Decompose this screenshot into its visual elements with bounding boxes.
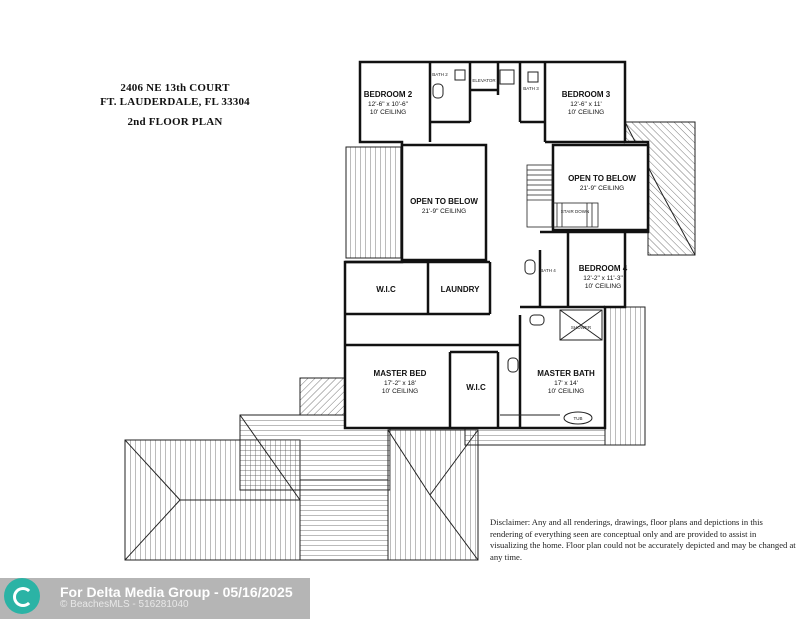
stairs — [526, 164, 599, 228]
laundry-name: LAUNDRY — [441, 285, 480, 294]
master-bath-name: MASTER BATH — [537, 369, 595, 378]
wic-2-name: W.I.C — [466, 383, 486, 392]
bedroom-4-ceiling: 10' CEILING — [585, 283, 621, 290]
bath-4-label: BATH 4 — [540, 268, 556, 273]
address-line-2: FT. LAUDERDALE, FL 33304 — [100, 96, 250, 108]
bedroom-4-size: 12'-2" x 11'-3" — [583, 275, 623, 282]
master-bed-ceiling: 10' CEILING — [382, 388, 418, 395]
bedroom-3-name: BEDROOM 3 — [562, 90, 611, 99]
address-line-1: 2406 NE 13th COURT — [120, 82, 230, 94]
master-bath-size: 17' x 14' — [554, 380, 578, 387]
master-bed-name: MASTER BED — [374, 369, 427, 378]
open-to-below-left-name: OPEN TO BELOW — [410, 197, 478, 206]
open-to-below-left-ceiling: 21'-9" CEILING — [422, 208, 466, 215]
bath-2-label: BATH 2 — [432, 72, 448, 77]
plan-title: 2nd FLOOR PLAN — [127, 116, 223, 128]
stair-label: STAIR DOWN — [561, 209, 589, 214]
delta-logo-icon — [4, 578, 40, 614]
disclaimer-text: Disclaimer: Any and all renderings, draw… — [490, 517, 796, 562]
bath-3-label: BATH 3 — [523, 86, 539, 91]
shower-label: SHOWER — [571, 325, 592, 330]
bedroom-2-name: BEDROOM 2 — [364, 90, 413, 99]
bedroom-3-size: 12'-6" x 11' — [570, 101, 601, 108]
elevator-label: ELEVATOR — [472, 78, 496, 83]
watermark-brand: For Delta Media Group - 05/16/2025 — [60, 584, 293, 600]
watermark-bar — [0, 578, 310, 619]
open-to-below-right-ceiling: 21'-9" CEILING — [580, 185, 624, 192]
bedroom-3-ceiling: 10' CEILING — [568, 109, 604, 116]
bedroom-4-name: BEDROOM 4 — [579, 264, 628, 273]
watermark-mls: © BeachesMLS - 516281040 — [60, 599, 189, 610]
open-to-below-right-name: OPEN TO BELOW — [568, 174, 636, 183]
tub-label: TUB — [574, 416, 583, 421]
bedroom-2-ceiling: 10' CEILING — [370, 109, 406, 116]
bedroom-2-size: 12'-6" x 10'-6" — [368, 101, 409, 108]
master-bed-size: 17'-2" x 18' — [384, 380, 416, 387]
lower-roof — [124, 377, 479, 561]
wic-1-name: W.I.C — [376, 285, 396, 294]
master-bath-ceiling: 10' CEILING — [548, 388, 584, 395]
fixtures — [432, 69, 603, 425]
